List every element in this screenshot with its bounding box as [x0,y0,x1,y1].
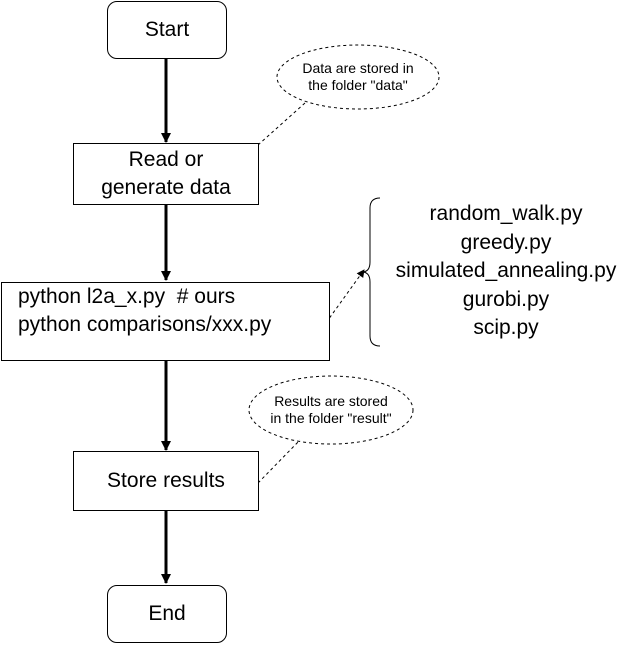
script-item: random_walk.py [429,202,583,225]
result-note-connector [257,439,301,484]
result-note: Results are stored in the folder "result… [249,376,413,444]
run-scripts-node: python l2a_x.py # ours python comparison… [1,282,330,361]
data-note-line-2: the folder "data" [308,77,408,93]
data-note: Data are stored in the folder "data" [277,45,439,109]
script-item: gurobi.py [462,287,550,311]
data-note-ellipse [276,44,440,110]
read-label-line-1: Read or [128,148,204,171]
script-item: simulated_annealing.py [395,259,617,282]
scripts-brace [361,197,381,347]
store-label: Store results [107,469,225,492]
result-note-ellipse [248,375,414,445]
read-label-line-2: generate data [101,176,231,199]
scripts-connector-arrow [304,269,365,353]
result-note-line-1: Results are stored [274,393,388,409]
scripts-list: random_walk.py greedy.py simulated_annea… [378,200,634,343]
data-note-line-1: Data are stored in [302,60,414,76]
end-label: End [148,602,186,625]
data-note-connector [257,102,306,146]
run-label-line-2: python comparisons/xxx.py [18,313,272,336]
store-results-node: Store results [73,451,259,511]
start-node: Start [107,1,227,59]
script-item: greedy.py [460,230,552,254]
end-node: End [107,585,227,643]
result-note-line-2: in the folder "result" [270,410,392,426]
run-label-line-1: python l2a_x.py # ours [18,285,236,308]
read-data-node: Read or generate data [73,143,259,205]
script-item: scip.py [473,316,539,339]
start-label: Start [144,18,190,41]
